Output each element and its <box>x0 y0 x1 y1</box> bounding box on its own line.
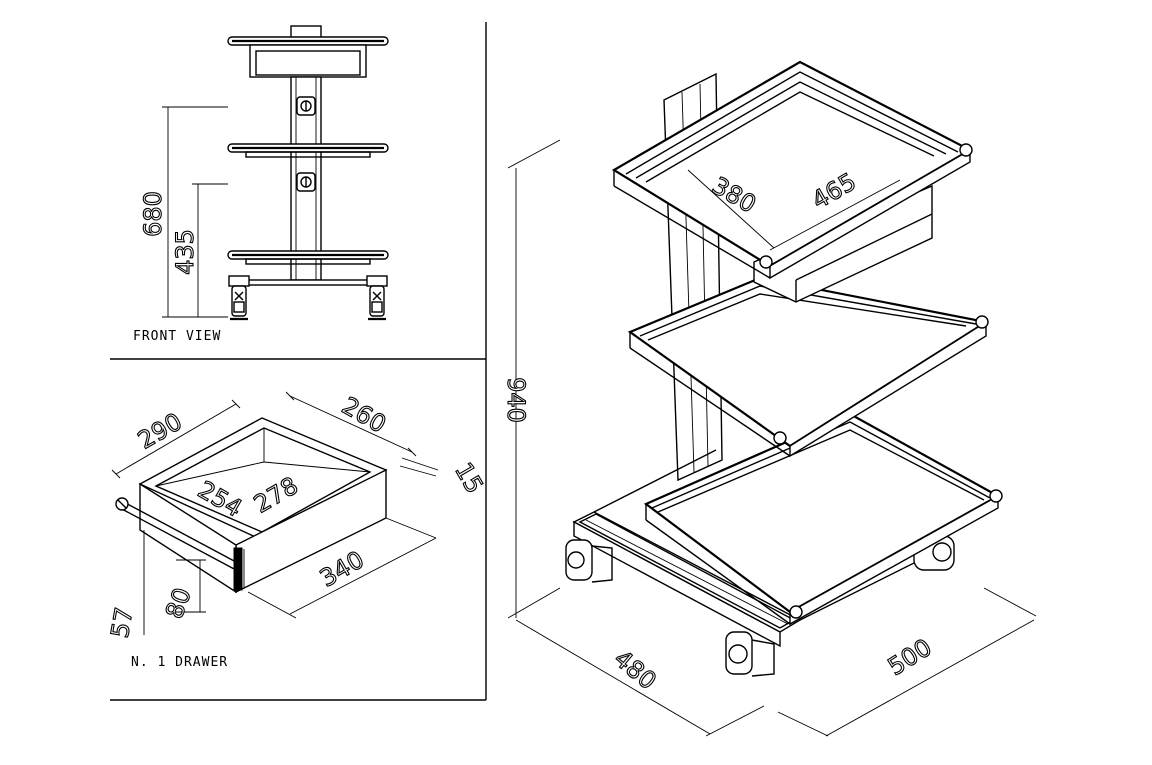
dim-drawer-front-thickness: 15 <box>449 458 489 498</box>
dim-drawer-front-length: 340 <box>315 545 369 592</box>
front-view-dimension-lines <box>162 106 228 318</box>
panel-dividers <box>110 22 487 701</box>
dim-drawer-outer-depth: 260 <box>337 391 391 438</box>
iso-trolley <box>565 60 1003 677</box>
dim-iso-total-height: 940 <box>502 377 530 423</box>
front-view-caption: FRONT VIEW <box>133 329 221 344</box>
dim-front-lower-height: 435 <box>171 229 199 275</box>
drawer-isometric <box>115 417 388 594</box>
front-view-trolley <box>227 25 389 321</box>
dim-iso-base-depth: 480 <box>609 644 662 695</box>
dim-drawer-height: 80 <box>160 584 197 622</box>
dim-drawer-outer-width: 290 <box>133 407 187 454</box>
dim-iso-base-width: 500 <box>883 633 937 681</box>
dim-front-overall-height: 680 <box>139 191 167 237</box>
caster-left-rear <box>565 539 613 583</box>
dim-drawer-inner-height: 57 <box>106 605 139 640</box>
drawer-caption: N. 1 DRAWER <box>131 655 228 670</box>
caster-front <box>725 631 775 677</box>
iso-dimension-lines <box>507 139 1037 737</box>
drawer-dimension-lines <box>111 391 439 635</box>
